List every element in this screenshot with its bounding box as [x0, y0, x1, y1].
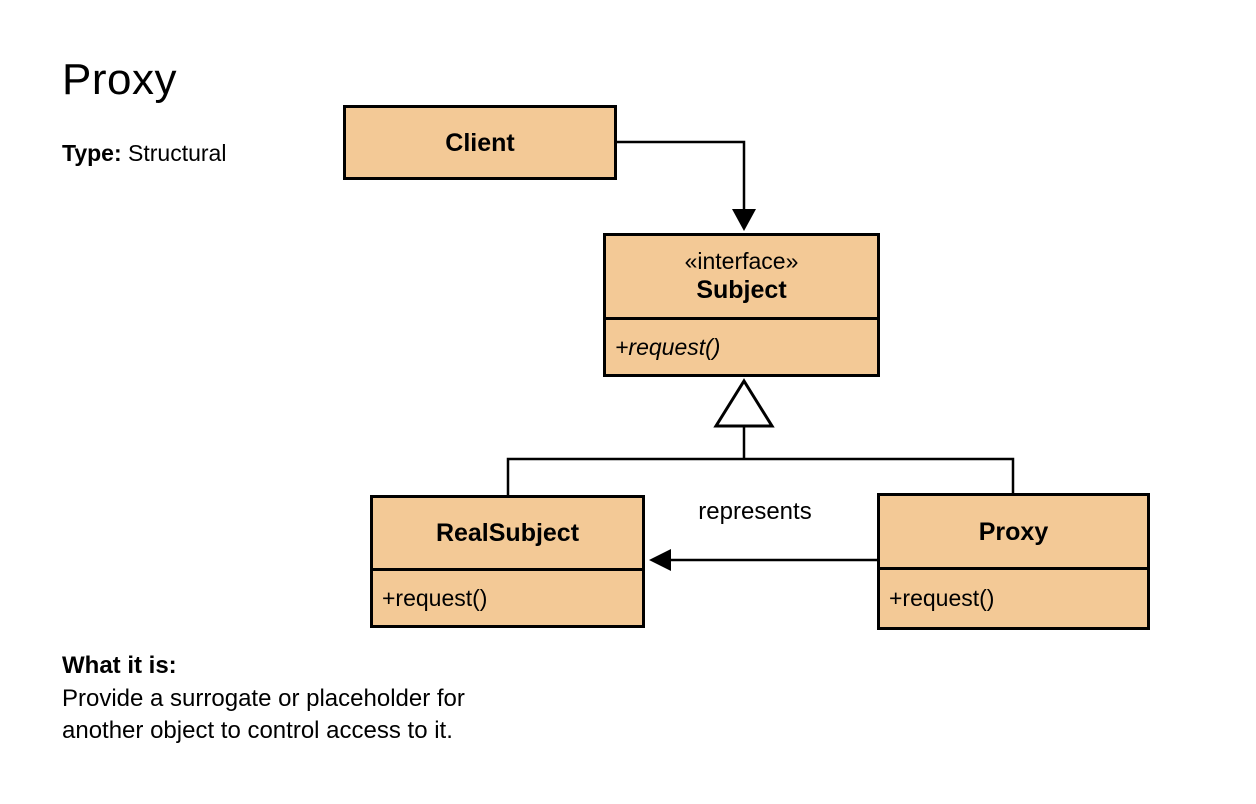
class-name-proxy: Proxy [978, 517, 1049, 546]
class-box-proxy: Proxy +request() [877, 493, 1150, 630]
realsubject-methods-compartment: +request() [373, 568, 642, 625]
proxy-method: +request() [889, 585, 995, 611]
subject-methods-compartment: +request() [606, 317, 877, 374]
class-name-realsubject: RealSubject [435, 519, 580, 547]
realsubject-name-compartment: RealSubject [373, 498, 642, 568]
class-name-client: Client [445, 128, 515, 157]
type-label: Type: [62, 140, 122, 166]
description-line: another object to control access to it. [62, 717, 453, 744]
type-value: Structural [128, 140, 227, 166]
class-box-client: Client [343, 105, 617, 180]
description-heading: What it is: [62, 652, 177, 679]
subject-name-compartment: «interface» Subject [606, 236, 877, 317]
pattern-type: Type: Structural [62, 140, 226, 167]
subject-method: +request() [615, 333, 721, 360]
client-to-subject-connector [617, 140, 746, 215]
inheritance-branch-connector [506, 457, 1015, 495]
generalization-triangle-icon [713, 378, 775, 428]
client-name-compartment: Client [346, 108, 614, 177]
description-line: Provide a surrogate or placeholder for [62, 685, 465, 712]
left-arrowhead-icon [649, 549, 671, 571]
class-box-subject: «interface» Subject +request() [603, 233, 880, 377]
class-box-realsubject: RealSubject +request() [370, 495, 645, 628]
subject-stereotype: «interface» [684, 247, 799, 274]
class-name-subject: Subject [696, 276, 787, 305]
description-block: What it is: Provide a surrogate or place… [62, 650, 465, 747]
proxy-name-compartment: Proxy [880, 496, 1147, 567]
edge-label-represents: represents [698, 498, 812, 525]
down-arrowhead-icon [732, 209, 756, 231]
page-title: Proxy [62, 55, 177, 104]
realsubject-method: +request() [382, 584, 488, 611]
proxy-methods-compartment: +request() [880, 567, 1147, 627]
